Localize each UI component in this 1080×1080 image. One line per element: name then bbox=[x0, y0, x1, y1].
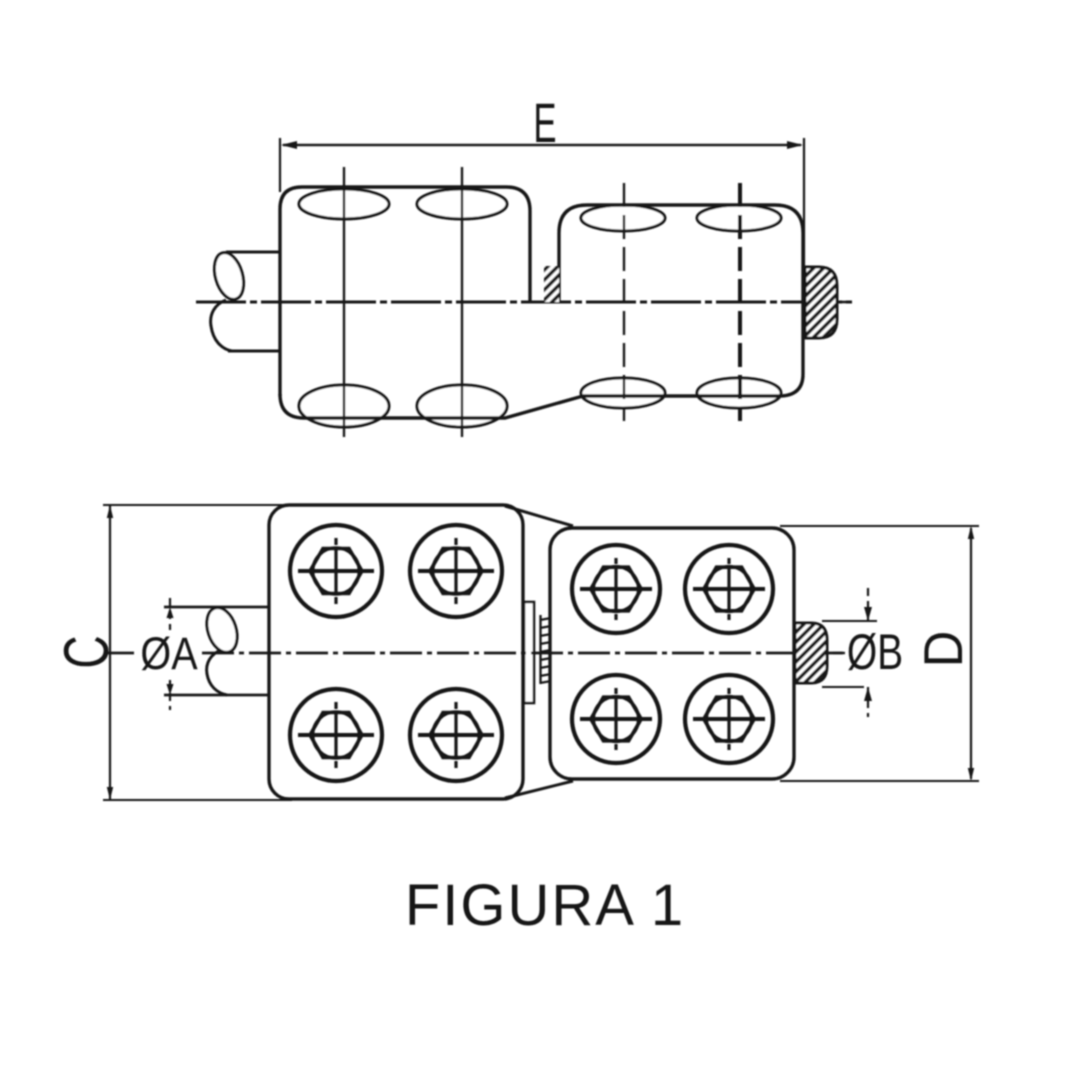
svg-text:ØA: ØA bbox=[140, 629, 198, 679]
svg-text:FIGURA 1: FIGURA 1 bbox=[405, 873, 685, 938]
svg-text:ØB: ØB bbox=[847, 623, 903, 680]
svg-text:E: E bbox=[533, 92, 556, 155]
svg-text:D: D bbox=[913, 631, 974, 668]
